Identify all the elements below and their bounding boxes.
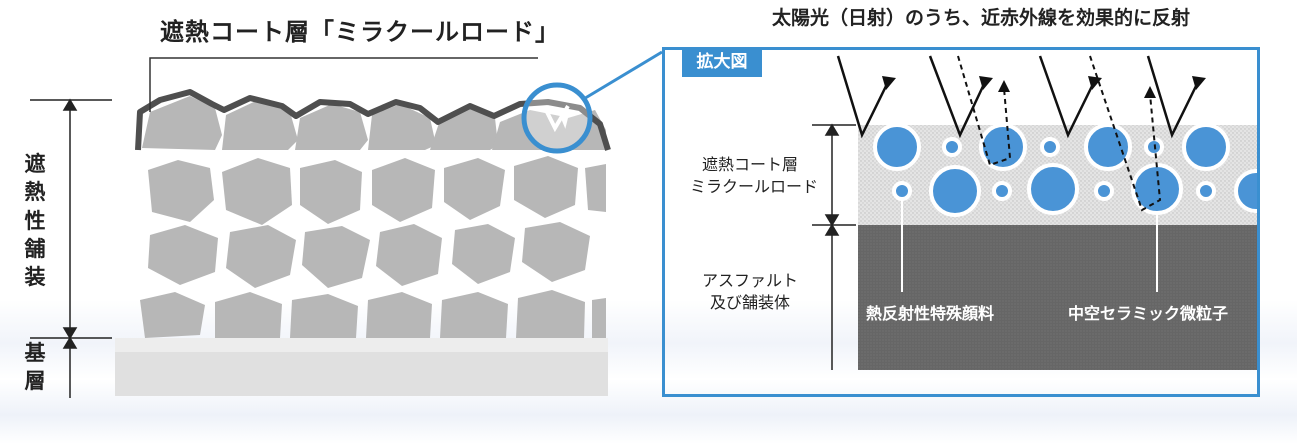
pavement-vertical-label: 遮 熱 性 舗 装 bbox=[24, 152, 46, 290]
magnifier bbox=[521, 50, 663, 154]
zoom-asphalt-layer bbox=[858, 225, 1257, 370]
asphalt-layer-label: アスファルト 及び舗装体 bbox=[701, 271, 798, 313]
arrowheads bbox=[882, 76, 1206, 90]
coat-layer-outline bbox=[135, 89, 611, 151]
zoom-dimension-lines bbox=[812, 123, 856, 370]
infrared-rays bbox=[957, 55, 1162, 212]
title-leader-line bbox=[149, 57, 538, 112]
coat-title: 遮熱コート層「ミラクールロード」 bbox=[160, 18, 560, 46]
ceramic-particles bbox=[873, 123, 1257, 217]
infrared-arrowheads bbox=[998, 80, 1156, 98]
dimension-lines bbox=[30, 98, 112, 398]
zoom-frame bbox=[662, 47, 1260, 397]
pigment-callout: 熱反射性特殊顔料 bbox=[866, 304, 995, 323]
base-layer bbox=[115, 338, 608, 396]
coat-layer-label: 遮熱コート層 ミラクールロード bbox=[690, 155, 819, 197]
callout-lines bbox=[901, 200, 1158, 292]
pavement-stones bbox=[140, 96, 606, 338]
zoom-tag: 拡大図 bbox=[682, 47, 762, 77]
sunlight-arrows bbox=[836, 55, 1200, 139]
base-vertical-label: 基 層 bbox=[24, 341, 46, 394]
sunlight-caption: 太陽光（日射）のうち、近赤外線を効果的に反射 bbox=[772, 7, 1191, 29]
ceramic-callout: 中空セラミック微粒子 bbox=[1068, 304, 1229, 323]
